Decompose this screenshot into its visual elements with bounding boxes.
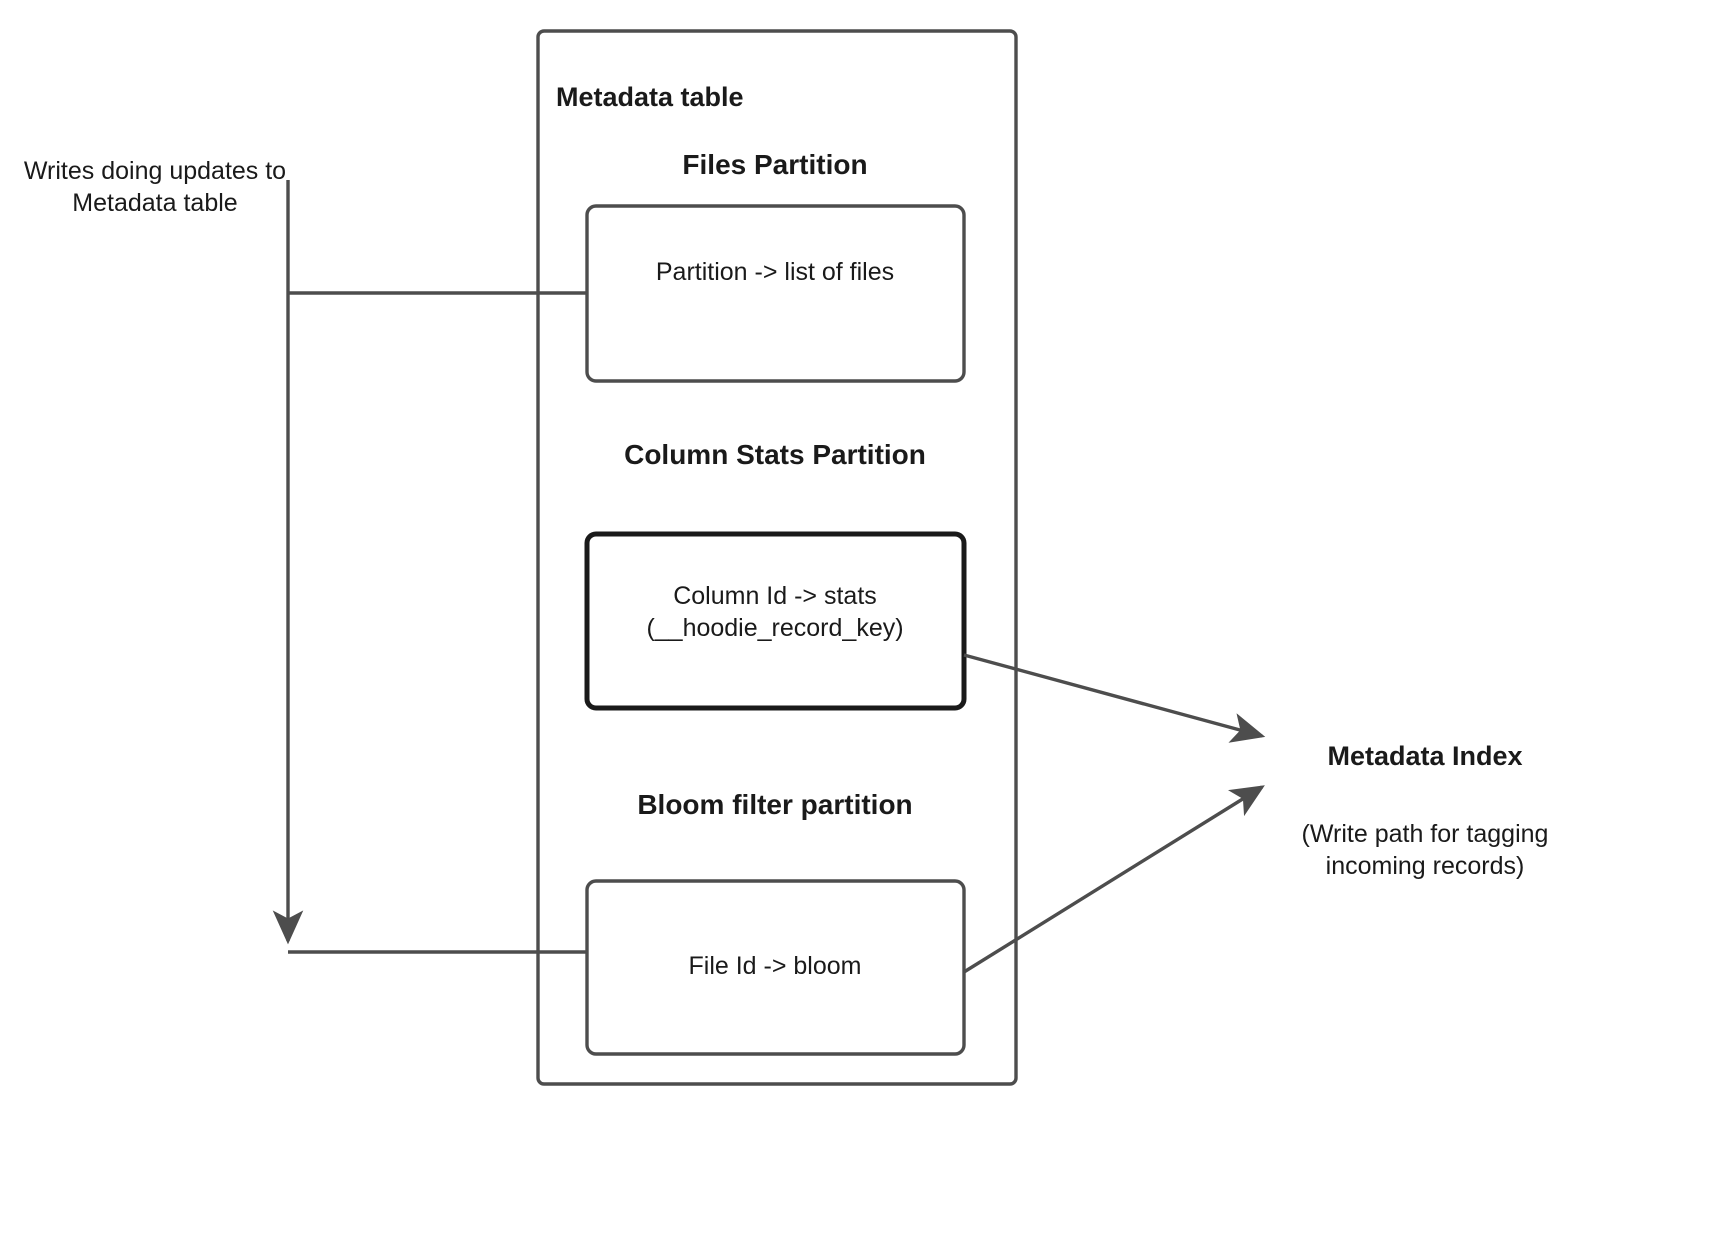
bloom-filter-partition-box [585,879,966,1056]
files-partition-heading: Files Partition [682,149,868,180]
bloom-filter-to-index-arrow [963,785,1265,974]
column-stats-partition-box [584,531,967,711]
bloom-filter-partition-heading: Bloom filter partition [637,789,913,820]
bloom-filter-partition-box-label: File Id -> bloom [688,952,862,980]
metadata-table-title: Metadata table [556,82,744,112]
column-stats-partition-heading: Column Stats Partition [624,439,926,470]
files-partition-box-label: Partition -> list of files [655,258,895,286]
writes-annotation-label: Writes doing updates to Metadata table [23,157,287,217]
files-partition-box [585,204,966,383]
metadata-index-caption: (Write path for tagging incoming records… [1301,820,1549,880]
metadata-index-title: Metadata Index [1327,741,1523,771]
column-stats-to-index-arrow [963,653,1266,743]
column-stats-partition-box-label: Column Id -> stats (__hoodie_record_key) [646,582,904,642]
metadata-table-container [536,29,1018,1086]
